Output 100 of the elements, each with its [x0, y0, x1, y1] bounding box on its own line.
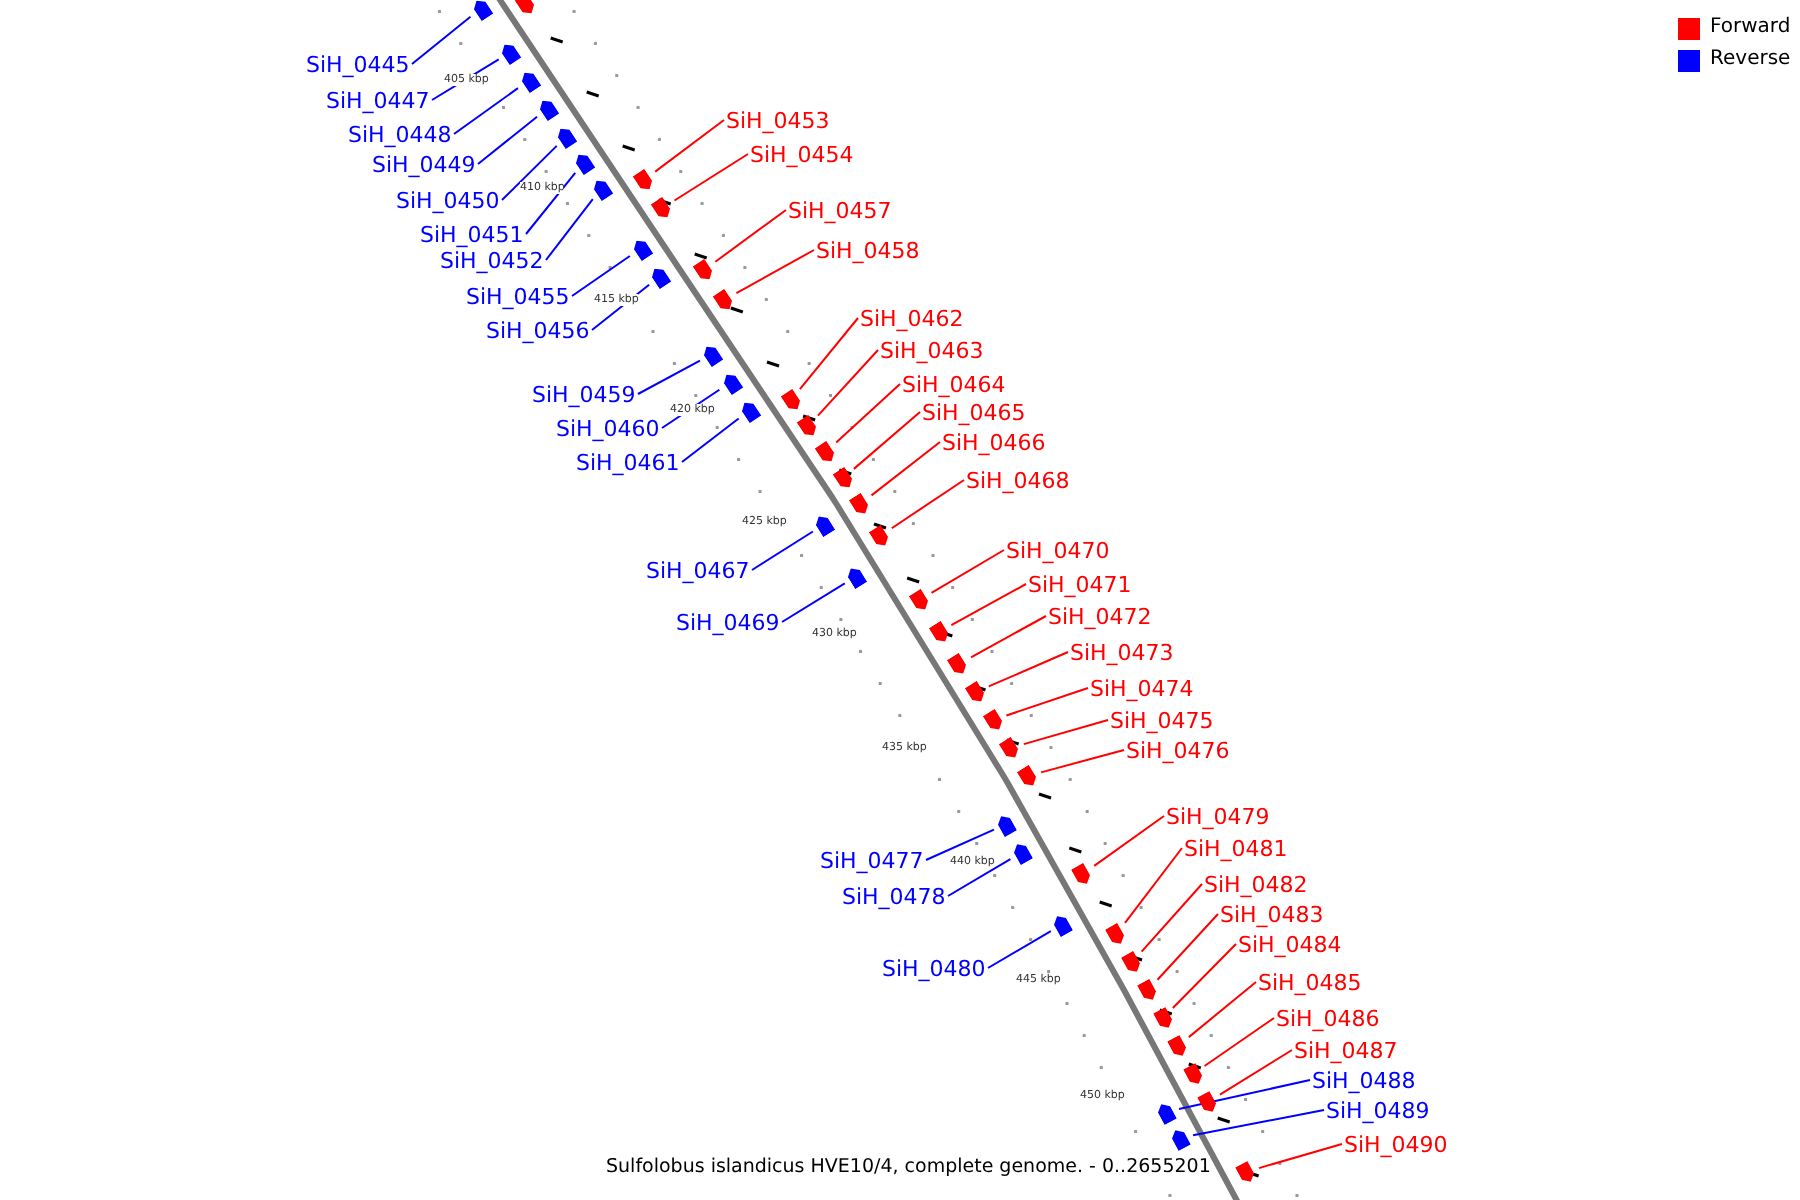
gene-block [964, 679, 988, 705]
gene-block [1234, 1159, 1257, 1185]
gene-block [651, 195, 675, 221]
gene-label: SiH_0465 [922, 400, 1026, 426]
gene-label: SiH_0479 [1166, 804, 1270, 830]
leader-line [431, 58, 500, 101]
leader-line [1178, 1079, 1311, 1110]
gene-block [779, 387, 803, 413]
gene-label: SiH_0483 [1220, 902, 1324, 928]
gene-block [536, 95, 560, 121]
leader-line [835, 383, 901, 444]
gene-block [1182, 1061, 1204, 1087]
leader-line [852, 411, 921, 470]
gene-label: SiH_0464 [902, 372, 1006, 398]
gene-block [813, 511, 836, 537]
gene-block [499, 39, 523, 65]
leader-line [781, 582, 846, 623]
gene-block [692, 257, 716, 283]
leader-line [950, 583, 1027, 627]
gene-label: SiH_0456 [486, 318, 590, 344]
leader-line [661, 388, 721, 429]
gene-block [1197, 1089, 1219, 1115]
gene-block [999, 735, 1022, 761]
gene-label: SiH_0447 [326, 88, 430, 114]
gene-block [589, 175, 613, 201]
gene-label: SiH_0480 [882, 956, 986, 982]
leader-line [477, 115, 539, 165]
gene-block [908, 587, 931, 613]
gene-label: SiH_0473 [1070, 640, 1174, 666]
gene-label: SiH_0488 [1312, 1068, 1416, 1094]
caption: Sulfolobus islandicus HVE10/4, complete genome. - 0..2655201 [606, 1156, 1211, 1178]
leader-line [751, 530, 814, 571]
gene-label: SiH_0478 [842, 884, 946, 910]
leader-line [571, 254, 631, 297]
gene-label: SiH_0481 [1184, 836, 1288, 862]
gene-label: SiH_0476 [1126, 738, 1230, 764]
gene-block [629, 235, 653, 261]
gene-label: SiH_0467 [646, 558, 750, 584]
leader-line [1218, 1049, 1293, 1096]
gene-block [849, 491, 872, 517]
gene-label: SiH_0468 [966, 468, 1070, 494]
gene-label: SiH_0460 [556, 416, 660, 442]
gene-label: SiH_0459 [532, 382, 636, 408]
gene-label: SiH_0472 [1048, 604, 1152, 630]
gene-block [868, 523, 892, 549]
gene-block [712, 287, 736, 313]
gene-block [947, 651, 970, 677]
gene-block [1051, 911, 1074, 937]
gene-label: SiH_0461 [576, 450, 680, 476]
gene-block [1016, 763, 1039, 789]
gene-label: SiH_0477 [820, 848, 924, 874]
leader-line [816, 349, 879, 417]
leader-line [1022, 719, 1109, 746]
gene-block [845, 563, 868, 589]
leader-line [1192, 1109, 1325, 1137]
leader-line [987, 651, 1069, 688]
gene-label: SiH_0449 [372, 152, 476, 178]
leader-line [545, 198, 594, 261]
leader-line [1171, 943, 1237, 1010]
gene-block [648, 263, 672, 289]
gene-block [1152, 1005, 1174, 1031]
leader-line [930, 549, 1005, 594]
gene-label: SiH_0462 [860, 306, 964, 332]
leader-line [453, 87, 519, 135]
gene-block [927, 619, 951, 645]
leader-line [1005, 687, 1089, 717]
gene-label: SiH_0474 [1090, 676, 1194, 702]
gene-label: SiH_0475 [1110, 708, 1214, 734]
gene-block [469, 0, 493, 21]
gene-block [515, 0, 539, 17]
leader-line [1203, 1017, 1275, 1068]
gene-label: SiH_0451 [420, 222, 524, 248]
gene-label: SiH_0448 [348, 122, 452, 148]
gene-block [1154, 1099, 1177, 1125]
gene-block [814, 439, 838, 465]
leader-line [925, 828, 995, 861]
leader-line [525, 171, 577, 235]
gene-block [1071, 861, 1094, 887]
gene-block [1121, 949, 1144, 975]
gene-block [831, 465, 855, 491]
gene-label: SiH_0486 [1276, 1006, 1380, 1032]
gene-block [1167, 1033, 1189, 1059]
gene-block [517, 67, 541, 93]
gene-label: SiH_0489 [1326, 1098, 1430, 1124]
gene-label: SiH_0470 [1006, 538, 1110, 564]
leader-line [1093, 815, 1165, 867]
leader-line [798, 317, 859, 391]
leader-line [890, 479, 965, 530]
gene-label: SiH_0457 [788, 198, 892, 224]
leader-line [1140, 883, 1203, 953]
gene-block [700, 341, 724, 367]
gene-block [1137, 977, 1159, 1003]
leader-line [681, 417, 740, 463]
gene-label: SiH_0484 [1238, 932, 1342, 958]
gene-block [555, 123, 579, 149]
gene-block [995, 811, 1018, 837]
gene-label: SiH_0450 [396, 188, 500, 214]
gene-label: SiH_0452 [440, 248, 544, 274]
gene-block [632, 167, 656, 193]
gene-label: SiH_0466 [942, 430, 1046, 456]
